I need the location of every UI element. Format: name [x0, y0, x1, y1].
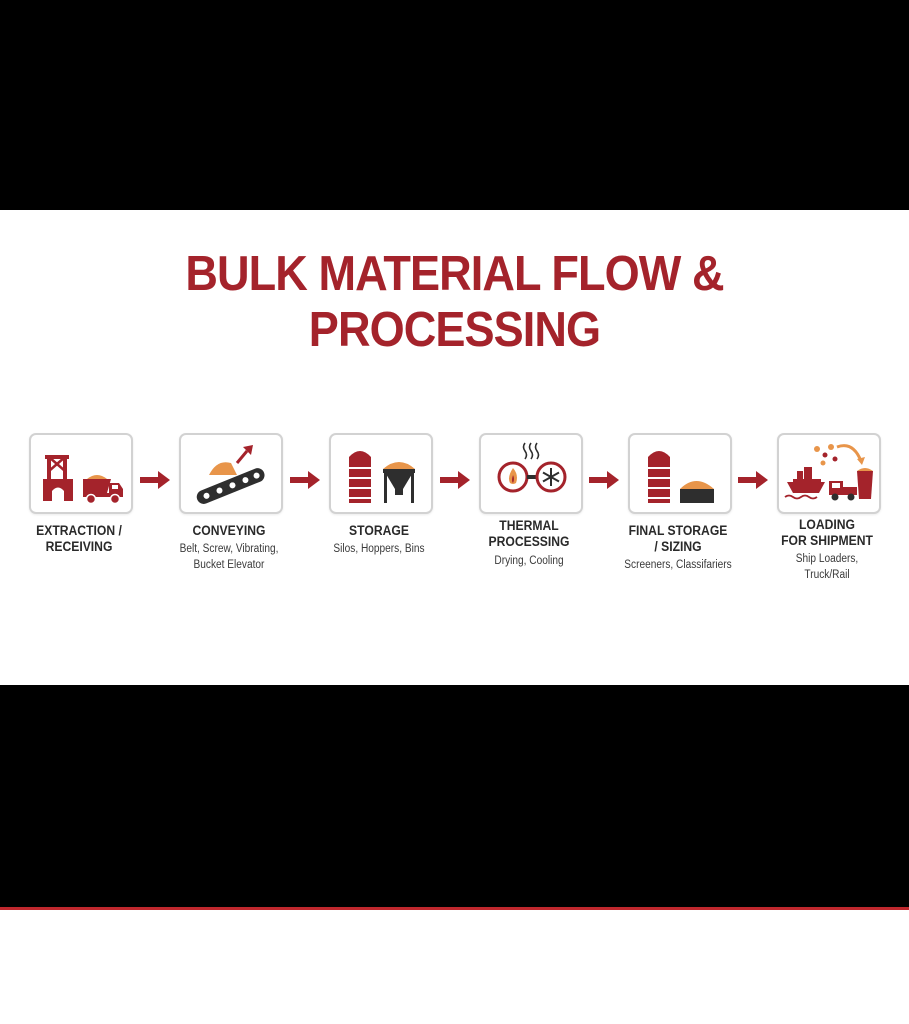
step-title: STORAGE	[349, 523, 409, 538]
diagram-title: BULK MATERIAL FLOW & PROCESSING	[185, 247, 724, 357]
top-black-band	[0, 0, 909, 210]
step-title: THERMAL PROCESSING	[488, 518, 570, 549]
step-icon-box	[628, 433, 732, 514]
step-icon-box	[777, 433, 881, 514]
step-icon-box	[29, 433, 133, 514]
step-description: Ship Loaders, Truck/Rail	[795, 553, 859, 581]
heat-and-cool-icon	[497, 442, 567, 493]
step-description: Silos, Hoppers, Bins	[333, 543, 425, 555]
step-description: Screeners, Classifariers	[624, 559, 732, 571]
silo-hopper-icon	[349, 451, 415, 503]
diagram-panel	[0, 210, 909, 685]
mine-and-dump-truck-icon	[43, 455, 123, 505]
step-icon-box	[329, 433, 433, 514]
step-icon-box	[179, 433, 283, 514]
step-icon-box	[479, 433, 583, 514]
flow-arrow	[138, 468, 172, 492]
step-title: CONVEYING	[192, 523, 266, 538]
flow-arrow	[288, 468, 322, 492]
conveyor-belt-icon	[196, 445, 265, 504]
bottom-black-band	[0, 685, 909, 909]
flow-arrow	[587, 468, 621, 492]
flow-arrow	[736, 468, 770, 492]
flow-arrow	[438, 468, 472, 492]
silo-stockpile-icon	[648, 451, 714, 503]
red-divider-line	[0, 907, 909, 910]
step-title: EXTRACTION / RECEIVING	[36, 523, 122, 554]
step-title: LOADING FOR SHIPMENT	[781, 517, 873, 548]
step-description: Drying, Cooling	[494, 555, 564, 567]
step-title: FINAL STORAGE / SIZING	[628, 523, 728, 554]
ship-truck-loading-icon	[784, 444, 873, 501]
step-description: Belt, Screw, Vibrating, Bucket Elevator	[179, 543, 279, 571]
